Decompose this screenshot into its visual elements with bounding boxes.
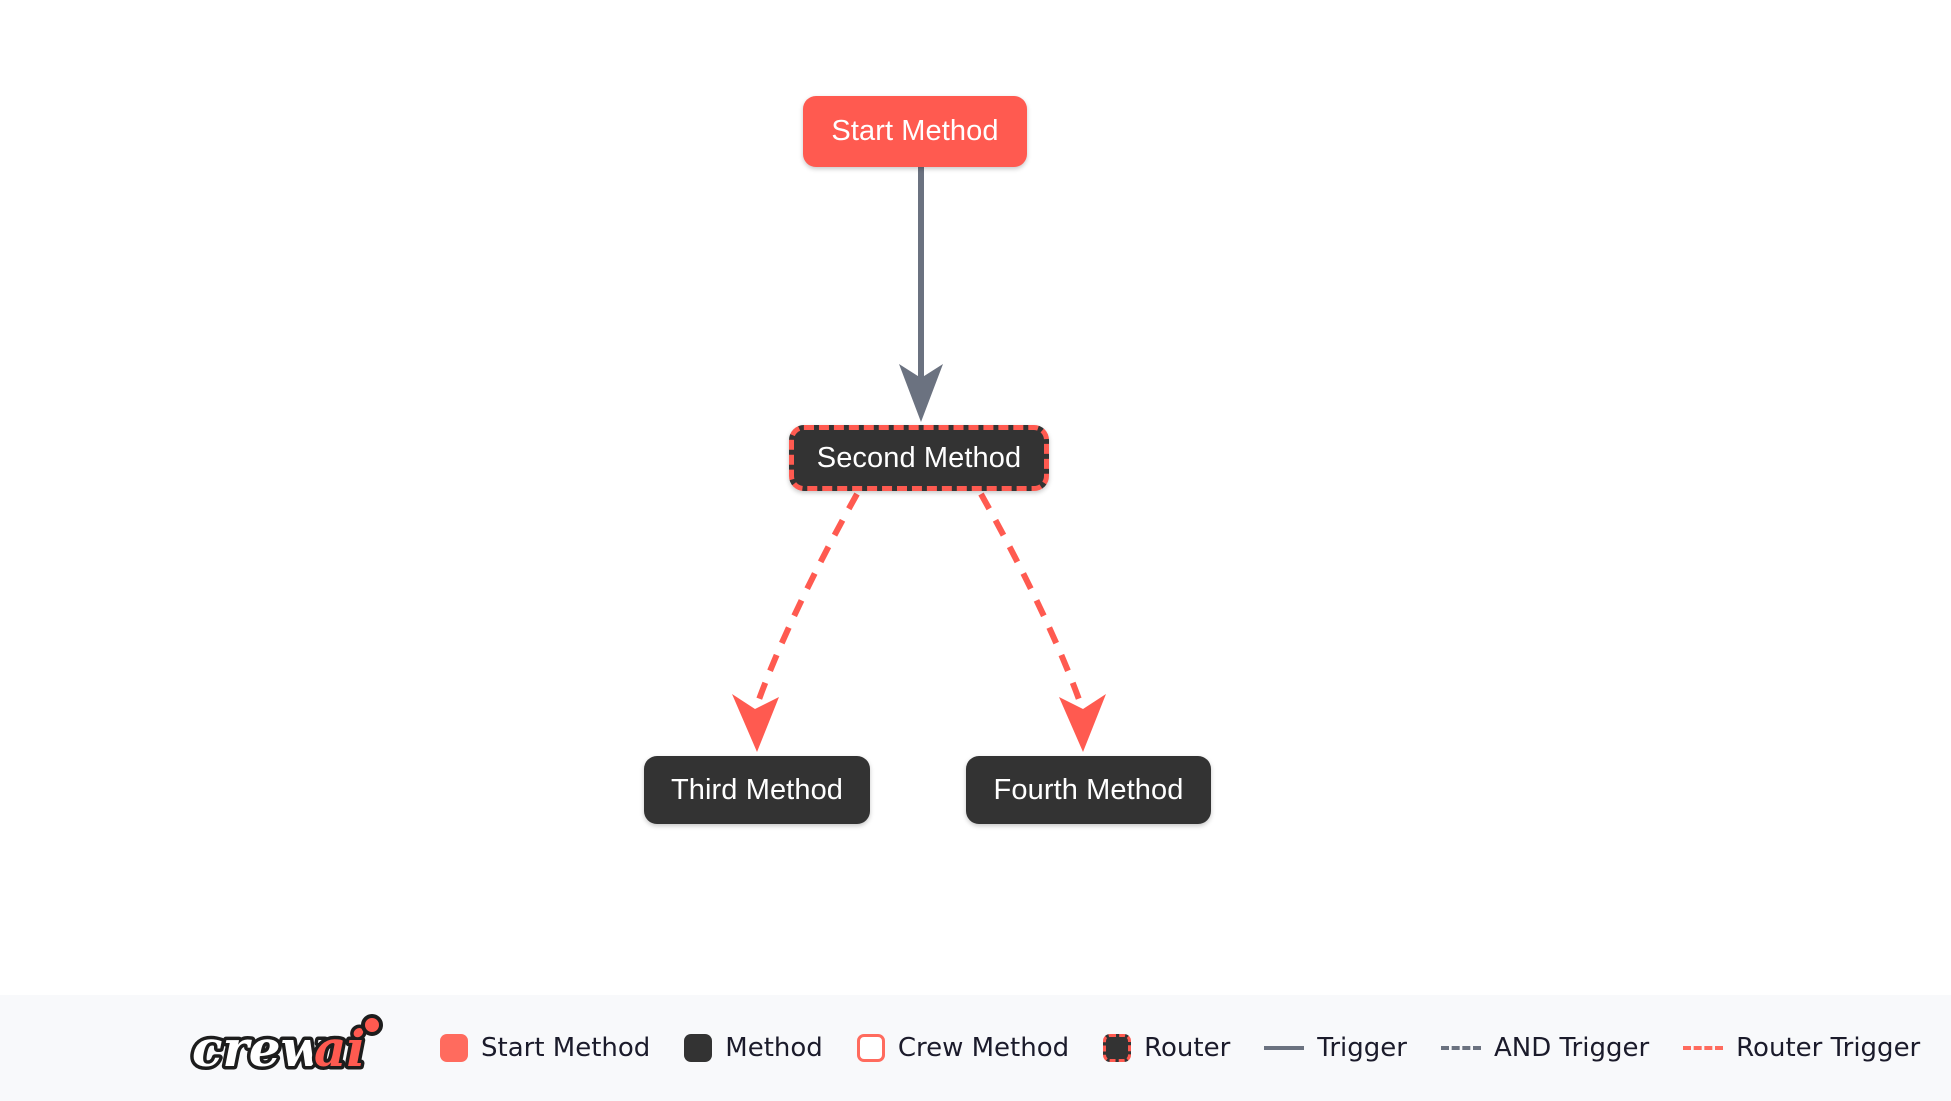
trigger-line-icon xyxy=(1264,1046,1305,1050)
flow-node-third-method[interactable]: Third Method xyxy=(644,756,870,824)
edge-line xyxy=(754,492,860,707)
legend-label: Router Trigger xyxy=(1736,1033,1921,1063)
crewai-logo: crew ai xyxy=(189,1014,383,1082)
legend-label: AND Trigger xyxy=(1493,1033,1650,1063)
legend-item-trigger: Trigger xyxy=(1264,1033,1407,1063)
legend-item-router-trigger: Router Trigger xyxy=(1683,1033,1920,1063)
router-swatch-icon xyxy=(1103,1034,1132,1062)
legend-label: Router xyxy=(1144,1033,1231,1063)
legend-label: Start Method xyxy=(481,1033,651,1063)
legend-label: Crew Method xyxy=(897,1033,1070,1063)
logo-text-ai: ai xyxy=(314,1019,365,1078)
flow-canvas[interactable]: Start Method Second Method Third Method … xyxy=(0,0,1951,995)
edge-start-to-second xyxy=(899,167,943,422)
flow-node-start-method[interactable]: Start Method xyxy=(803,96,1027,167)
flow-node-second-method[interactable]: Second Method xyxy=(789,425,1049,491)
logo-dot-icon xyxy=(361,1014,383,1036)
edge-line xyxy=(978,492,1084,707)
legend-item-and-trigger: AND Trigger xyxy=(1440,1033,1650,1063)
start-method-swatch-icon xyxy=(440,1034,468,1062)
legend-item-start-method: Start Method xyxy=(440,1033,650,1063)
arrowhead xyxy=(1059,694,1106,752)
flow-node-fourth-method[interactable]: Fourth Method xyxy=(966,756,1211,824)
logo-text-crew: crew xyxy=(192,1019,326,1078)
legend-item-router: Router xyxy=(1103,1033,1230,1063)
method-swatch-icon xyxy=(684,1034,713,1062)
edge-second-to-fourth xyxy=(978,492,1106,752)
legend-bar: crew ai Start Method Method Crew Method … xyxy=(0,995,1951,1101)
crew-method-swatch-icon xyxy=(856,1034,885,1062)
and-trigger-line-icon xyxy=(1440,1046,1481,1050)
router-trigger-line-icon xyxy=(1683,1046,1724,1050)
arrowhead xyxy=(899,364,943,422)
legend-item-crew-method: Crew Method xyxy=(856,1033,1070,1063)
edge-second-to-third xyxy=(732,492,860,752)
legend-label: Method xyxy=(725,1033,823,1063)
legend-item-method: Method xyxy=(684,1033,823,1063)
arrowhead xyxy=(732,694,779,752)
legend-label: Trigger xyxy=(1317,1033,1407,1063)
